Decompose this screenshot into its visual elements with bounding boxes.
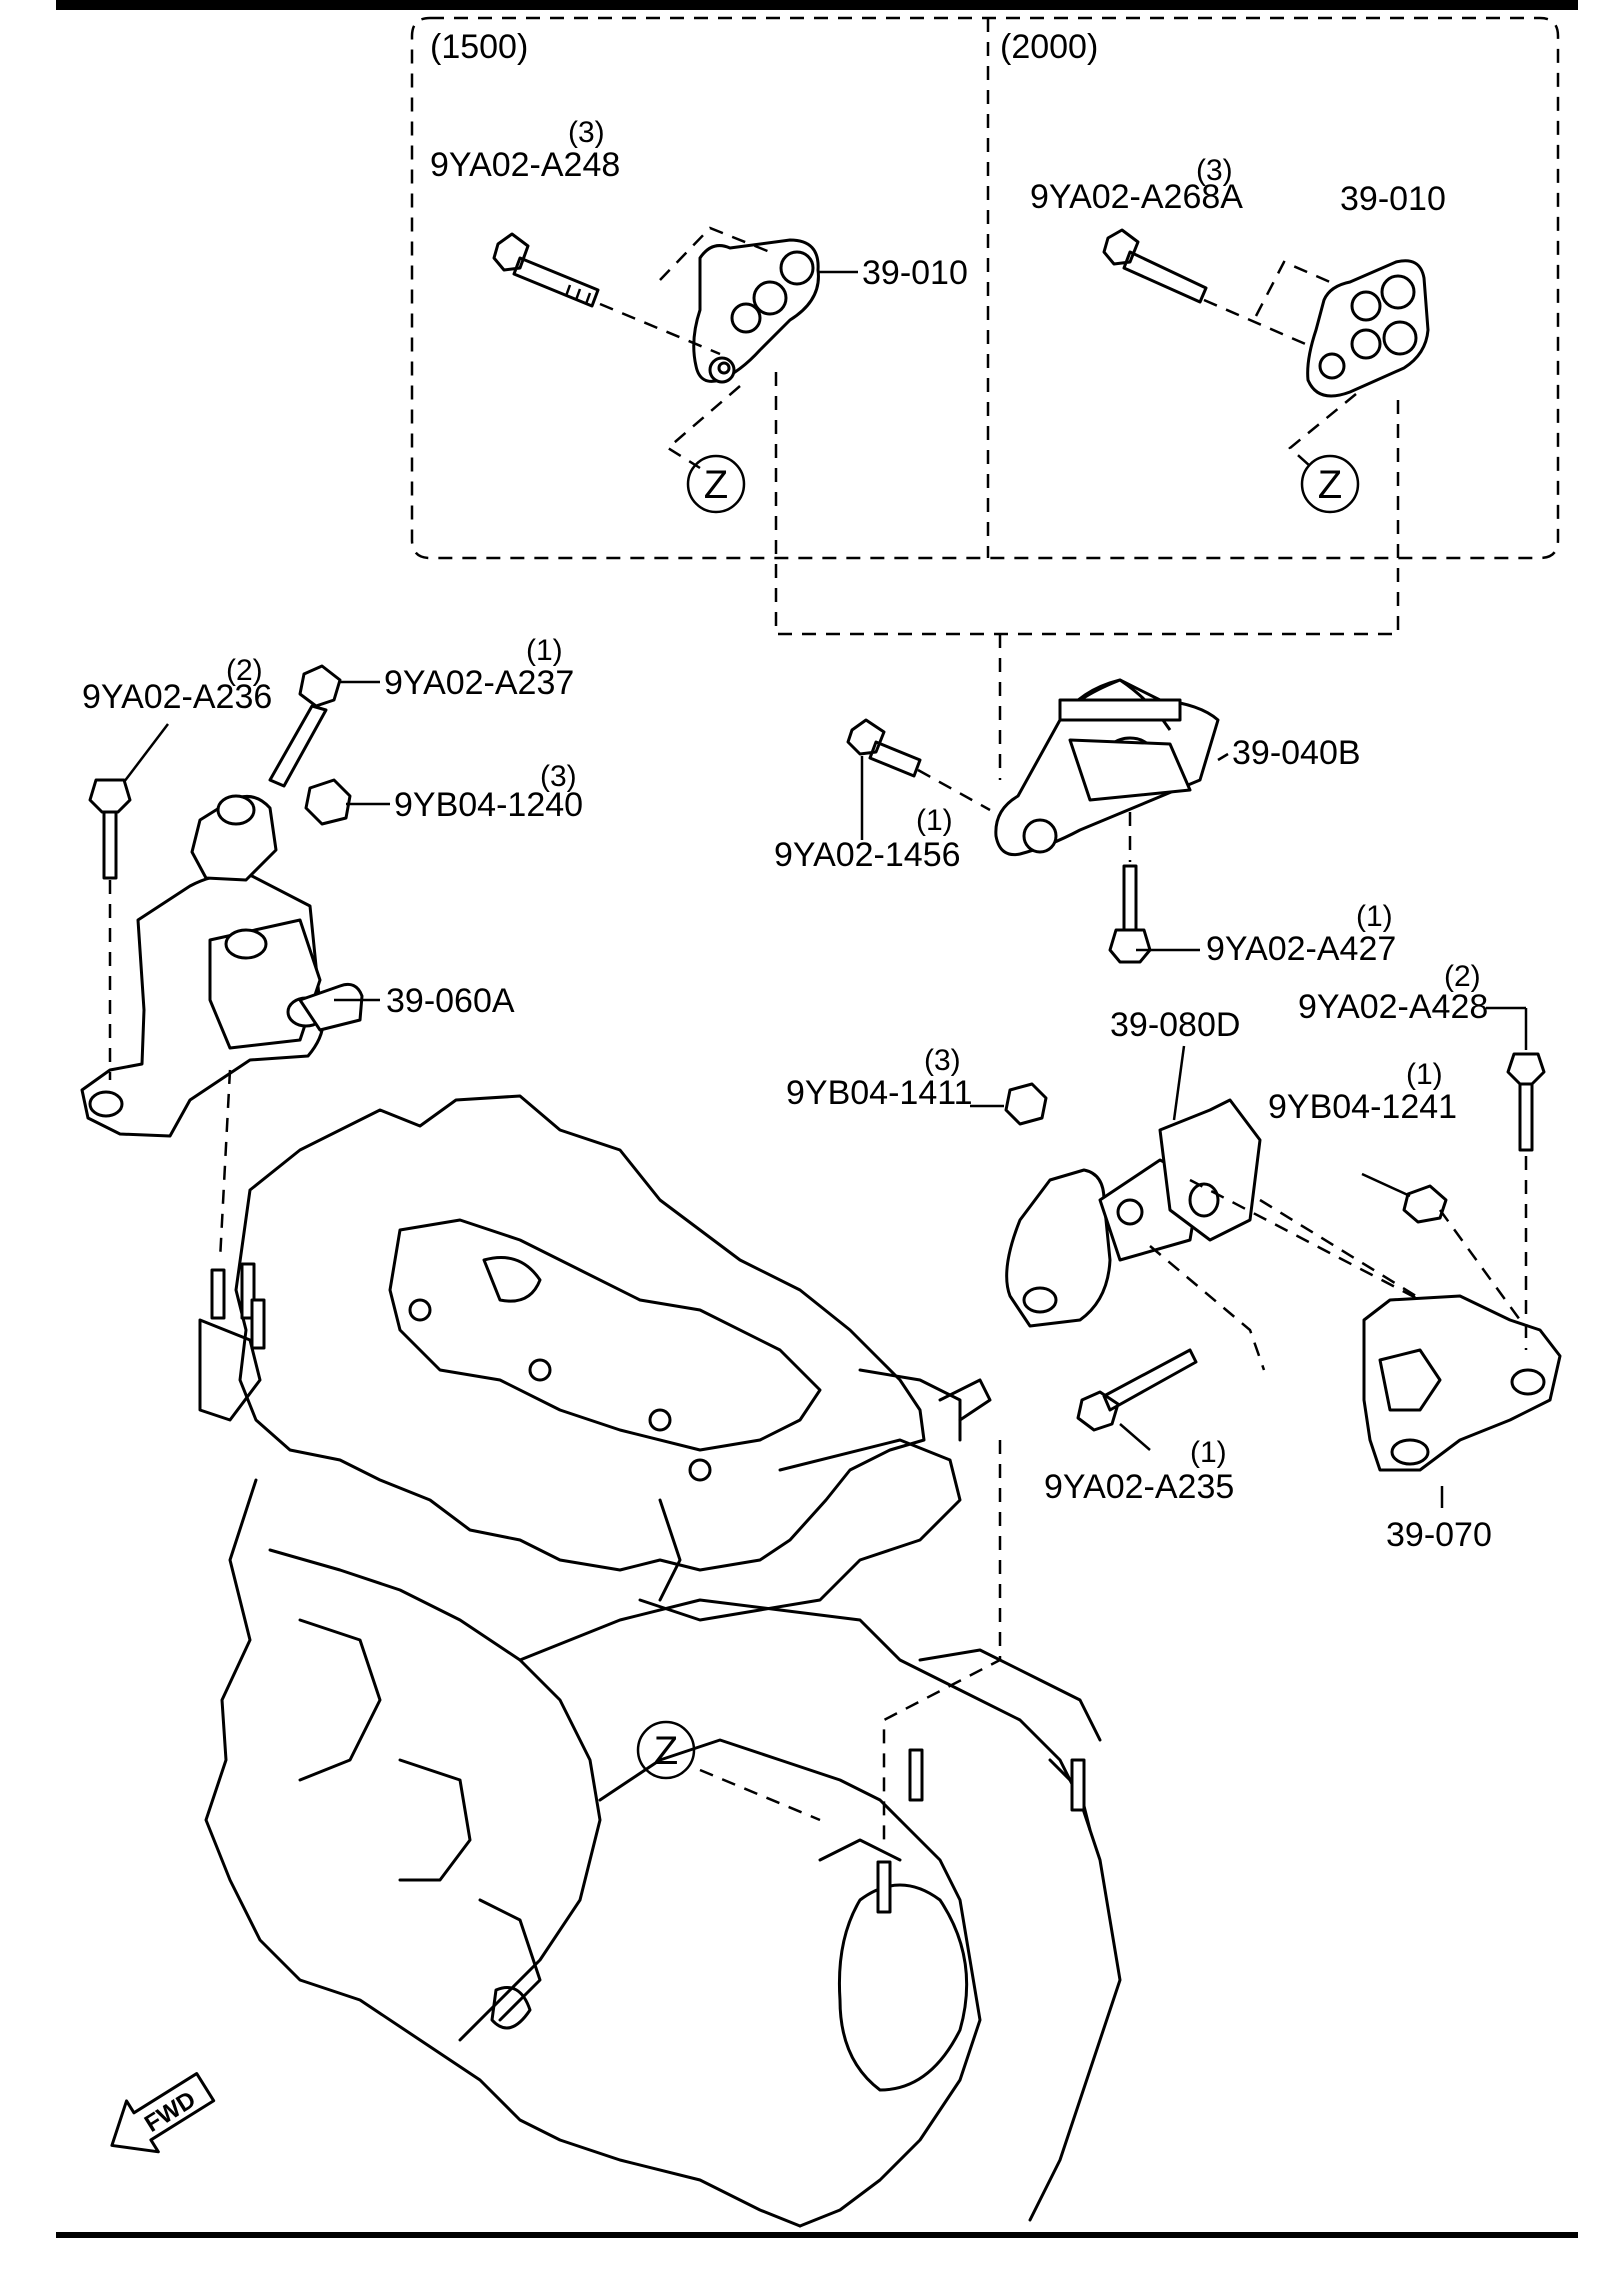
qty-9yb04-1240: (3)	[540, 760, 577, 793]
bracket-39-080d	[1005, 1098, 1262, 1328]
label-9ya02-a237: 9YA02-A237	[384, 664, 574, 702]
top-border-bar	[56, 0, 1578, 10]
bolt-9ya02-a427	[1108, 864, 1152, 964]
label-9yb04-1240: 9YB04-1240	[394, 786, 583, 824]
leader-line	[1217, 752, 1229, 762]
zone-marker-circle	[1300, 454, 1360, 514]
qty-9ya02-1456: (1)	[916, 804, 953, 837]
label-9yb04-1411: 9YB04-1411	[786, 1074, 973, 1112]
label-9ya02-a235: 9YA02-A235	[1044, 1468, 1234, 1506]
bolt-9ya02-a268a	[1102, 228, 1208, 304]
qty-9ya02-a236: (2)	[226, 654, 263, 687]
bolt-9ya02-a235	[1076, 1348, 1198, 1432]
leader-line	[1361, 1172, 1411, 1198]
bolt-thread	[574, 288, 582, 301]
label-39-080d: 39-080D	[1110, 1006, 1240, 1044]
guide-line	[1259, 1198, 1521, 1362]
label-9yb04-1241: 9YB04-1241	[1268, 1088, 1457, 1126]
label-9ya02-a427: 9YA02-A427	[1206, 930, 1396, 968]
guide-line	[599, 302, 721, 356]
guide-line	[1288, 393, 1357, 467]
qty-9ya02-a237: (1)	[526, 634, 563, 667]
label-39-070: 39-070	[1386, 1516, 1492, 1554]
guide-line	[882, 1440, 1002, 1840]
nut-9yb04-1240	[304, 778, 352, 826]
label-9ya02-a248: 9YA02-A248	[430, 146, 620, 184]
label-9ya02-a428: 9YA02-A428	[1298, 988, 1488, 1026]
zone-marker-circle	[636, 1720, 696, 1780]
label-9ya02-a236: 9YA02-A236	[82, 678, 272, 716]
bolt-thread	[584, 292, 592, 305]
label-9ya02-a268a: 9YA02-A268A	[1030, 178, 1243, 216]
qty-9ya02-a428: (2)	[1444, 960, 1481, 993]
engine-assembly	[198, 1094, 1122, 2228]
guide-line	[1189, 1178, 1421, 1302]
guide-line	[699, 1768, 821, 1822]
guide-line	[917, 768, 991, 812]
qty-9ya02-a427: (1)	[1356, 900, 1393, 933]
zone-marker-circle	[686, 454, 746, 514]
bolt-9ya02-a237	[268, 664, 342, 788]
mount-39-010-1500	[692, 238, 820, 384]
zone-marker: Z	[704, 463, 728, 507]
nut-9yb04-1241	[1402, 1184, 1448, 1224]
guide-line	[1149, 1245, 1266, 1371]
bolt-thread	[564, 284, 572, 297]
mount-39-070	[1362, 1294, 1562, 1472]
label-9ya02-1456: 9YA02-1456	[774, 836, 961, 874]
leader-line	[1172, 1045, 1186, 1121]
fwd-arrow-icon: FWD	[110, 2072, 216, 2154]
guide-line	[774, 372, 1400, 636]
zone-marker: Z	[654, 1729, 678, 1773]
leader-line	[1119, 1423, 1151, 1451]
bolt-9ya02-1456	[846, 718, 922, 778]
label-39-040b: 39-040B	[1232, 734, 1361, 772]
bolt-9ya02-a428	[1506, 1052, 1546, 1152]
zone-marker: Z	[1318, 463, 1342, 507]
bolt-9ya02-a236	[88, 778, 132, 880]
nut-9yb04-1411	[1004, 1082, 1048, 1126]
variant-label-2000: (2000)	[1000, 28, 1098, 66]
bottom-border-bar	[56, 2232, 1578, 2238]
variant-box	[410, 16, 1560, 560]
qty-9ya02-a268a: (3)	[1196, 154, 1233, 187]
mount-39-060a	[80, 794, 364, 1138]
guide-line	[1203, 298, 1311, 348]
qty-9yb04-1411: (3)	[924, 1044, 961, 1077]
qty-9yb04-1241: (1)	[1406, 1058, 1443, 1091]
leader-line	[123, 723, 169, 783]
guide-line	[218, 1069, 232, 1261]
mount-39-010-2000	[1306, 259, 1430, 398]
guide-line	[665, 385, 741, 470]
label-39-060a: 39-060A	[386, 982, 515, 1020]
qty-9ya02-a248: (3)	[568, 116, 605, 149]
mount-39-040b	[994, 678, 1220, 857]
qty-9ya02-a235: (1)	[1190, 1436, 1227, 1469]
variant-label-1500: (1500)	[430, 28, 528, 66]
guide-line	[1254, 260, 1331, 317]
label-39-010-2000: 39-010	[1340, 180, 1446, 218]
label-39-010-1500: 39-010	[862, 254, 968, 292]
bolt-9ya02-a248	[492, 232, 600, 308]
guide-line	[659, 226, 771, 281]
engine-studs	[210, 1262, 1086, 1914]
